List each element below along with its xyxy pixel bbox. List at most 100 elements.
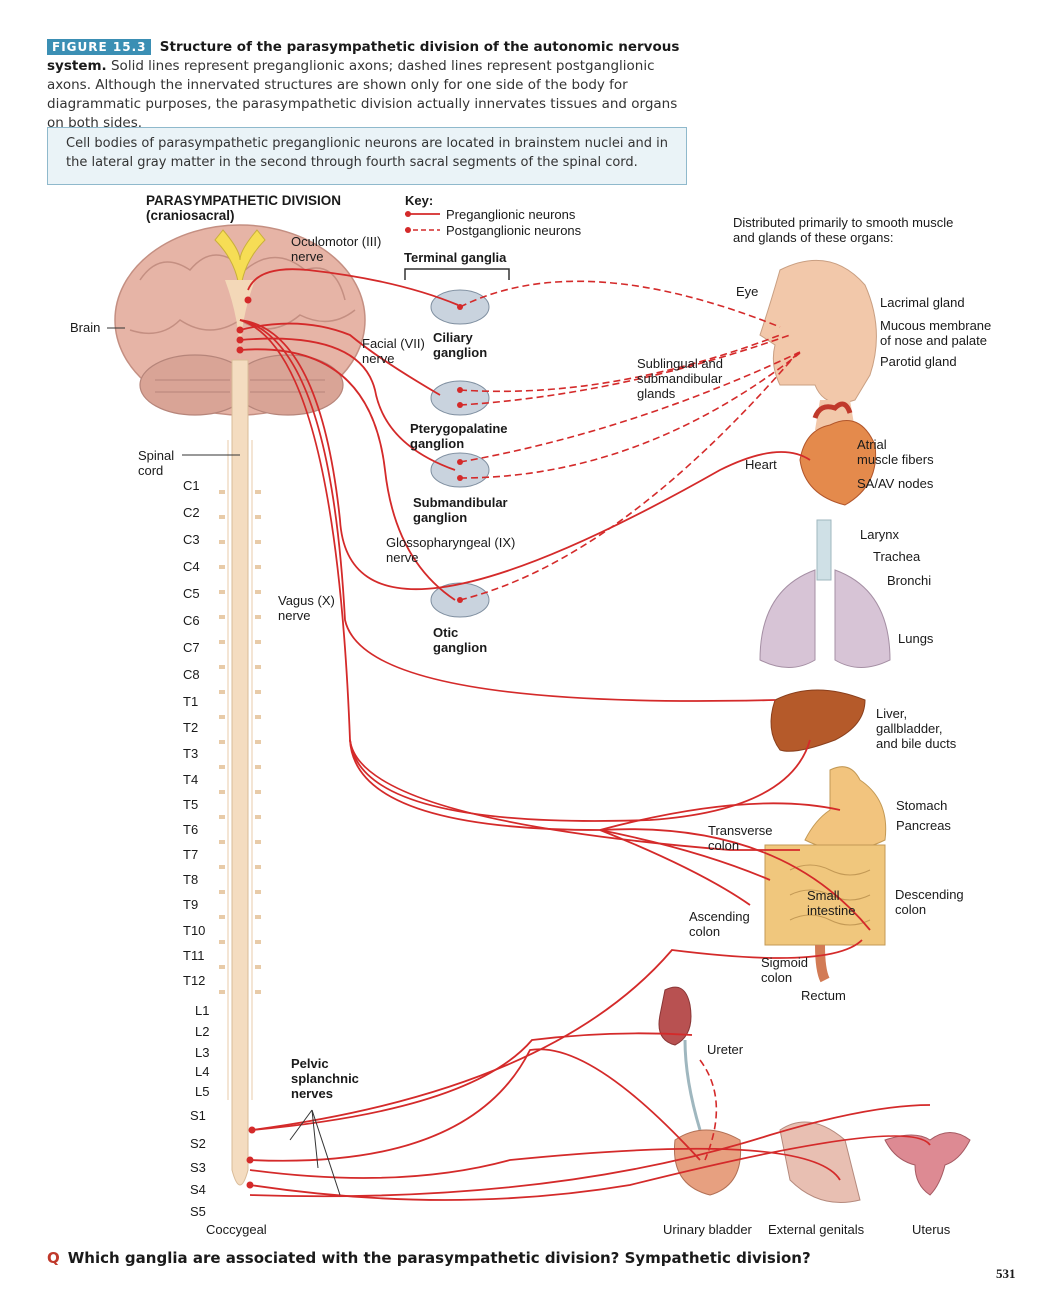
larynx-label: Larynx — [860, 527, 900, 542]
segment-label: C7 — [183, 640, 200, 655]
sa-av-label: SA/AV nodes — [857, 476, 934, 491]
heart-illustration — [799, 401, 877, 506]
segment-label: S2 — [190, 1136, 206, 1151]
eye-label: Eye — [736, 284, 759, 299]
ptery-line1: Pterygopalatine — [410, 421, 508, 436]
segment-label: T3 — [183, 746, 199, 761]
bladder-illustration — [673, 1129, 742, 1196]
spinal-cord-label: Spinal cord — [138, 448, 174, 478]
key-title: Key: — [405, 193, 434, 208]
segment-label: C2 — [183, 505, 200, 520]
vagus-nerve-label: Vagus (X) nerve — [278, 593, 335, 623]
ciliary-line2: ganglion — [433, 345, 488, 360]
caption-title: Structure of the parasympathetic divisio… — [47, 39, 680, 74]
division-heading: PARASYMPATHETIC DIVISION (craniosacral) — [146, 193, 341, 223]
oculomotor-line1: Oculomotor (III) — [291, 234, 382, 249]
segment-label: C5 — [183, 586, 200, 601]
segment-label: T12 — [183, 973, 206, 988]
pelvic-nerve-label: Pelvic splanchnic nerves — [291, 1056, 359, 1101]
pelvic-line2: splanchnic — [291, 1071, 359, 1086]
segment-label: T9 — [183, 897, 199, 912]
distributed-line2: and glands of these organs: — [733, 230, 894, 245]
atrial-line1: Atrial — [857, 437, 887, 452]
sublingual-line1: Sublingual and — [637, 356, 724, 371]
trachea-label: Trachea — [873, 549, 921, 564]
segment-label: T10 — [183, 923, 206, 938]
segment-label: T5 — [183, 797, 199, 812]
spinal-line1: Spinal — [138, 448, 175, 463]
facial-nerve-label: Facial (VII) nerve — [362, 336, 425, 366]
sublingual-line2: submandibular — [637, 371, 723, 386]
transverse-line1: Transverse — [708, 823, 773, 838]
figure-tag: FIGURE 15.3 — [47, 39, 152, 55]
otic-line2: ganglion — [433, 640, 488, 655]
segment-label: T2 — [183, 720, 199, 735]
segment-label: S1 — [190, 1108, 206, 1123]
otic-line1: Otic — [433, 625, 459, 640]
pancreas-label: Pancreas — [896, 818, 951, 833]
question-text: Which ganglia are associated with the pa… — [67, 1249, 811, 1267]
kidney-illustration — [658, 986, 702, 1131]
submandibular-ganglion-shape — [430, 452, 490, 488]
genitals-illustration — [779, 1121, 861, 1203]
small-line1: Small — [807, 888, 840, 903]
uterus-label: Uterus — [912, 1222, 951, 1237]
digestive-illustration — [764, 766, 887, 983]
segment-label: L4 — [195, 1064, 210, 1079]
stomach-label: Stomach — [896, 798, 948, 813]
transverse-line2: colon — [708, 838, 740, 853]
mucous-line2: of nose and palate — [880, 333, 987, 348]
glossopharyngeal-nerve-label: Glossopharyngeal (IX) nerve — [386, 535, 515, 565]
small-intestine-label: Small intestine — [807, 888, 855, 918]
sublingual-line3: glands — [637, 386, 676, 401]
page-number: 531 — [996, 1266, 1016, 1281]
submand-line2: ganglion — [413, 510, 468, 525]
heading-line1: PARASYMPATHETIC DIVISION — [146, 193, 342, 208]
lungs-label: Lungs — [898, 631, 934, 646]
note-box: Cell bodies of parasympathetic pregangli… — [47, 127, 687, 185]
key-post: Postganglionic neurons — [446, 223, 582, 238]
submand-line1: Submandibular — [413, 495, 508, 510]
segment-label: T8 — [183, 872, 199, 887]
vagus-line1: Vagus (X) — [278, 593, 335, 608]
segment-label: L2 — [195, 1024, 210, 1039]
segment-label: C6 — [183, 613, 200, 628]
note-text: Cell bodies of parasympathetic pregangli… — [66, 136, 669, 170]
pterygopalatine-ganglion-label: Pterygopalatine ganglion — [410, 421, 508, 451]
segment-label: S5 — [190, 1204, 206, 1219]
segment-label: C1 — [183, 478, 200, 493]
liver-line1: Liver, — [876, 706, 908, 721]
ptery-line2: ganglion — [410, 436, 465, 451]
pelvic-line3: nerves — [291, 1086, 333, 1101]
submandibular-ganglion-label: Submandibular ganglion — [413, 495, 508, 525]
sigmoid-line2: colon — [761, 970, 793, 985]
mucous-line1: Mucous membrane — [880, 318, 992, 333]
vagus-line2: nerve — [278, 608, 311, 623]
ciliary-ganglion-label: Ciliary ganglion — [433, 330, 487, 360]
distributed-line1: Distributed primarily to smooth muscle — [733, 215, 954, 230]
spinal-line2: cord — [138, 463, 164, 478]
lacrimal-label: Lacrimal gland — [880, 295, 965, 310]
transverse-colon-label: Transverse colon — [708, 823, 773, 853]
segment-label: L3 — [195, 1045, 210, 1060]
ureter-label: Ureter — [707, 1042, 744, 1057]
bronchi-label: Bronchi — [887, 573, 932, 588]
descending-line1: Descending — [895, 887, 964, 902]
lungs-illustration — [759, 519, 891, 668]
oculomotor-nerve-label: Oculomotor (III) nerve — [291, 234, 381, 264]
heart-label: Heart — [745, 457, 777, 472]
liver-line2: gallbladder, — [876, 721, 943, 736]
distributed-text: Distributed primarily to smooth muscle a… — [733, 215, 953, 245]
segment-label: C3 — [183, 532, 200, 547]
ascending-line2: colon — [689, 924, 721, 939]
descending-line2: colon — [895, 902, 927, 917]
segment-label: C4 — [183, 559, 200, 574]
head-illustration — [759, 259, 877, 430]
heading-line2: (craniosacral) — [146, 208, 235, 223]
segment-label: T11 — [183, 948, 205, 963]
ascending-line1: Ascending — [689, 909, 750, 924]
pelvic-line1: Pelvic — [291, 1056, 329, 1071]
sigmoid-colon-label: Sigmoid colon — [761, 955, 808, 985]
